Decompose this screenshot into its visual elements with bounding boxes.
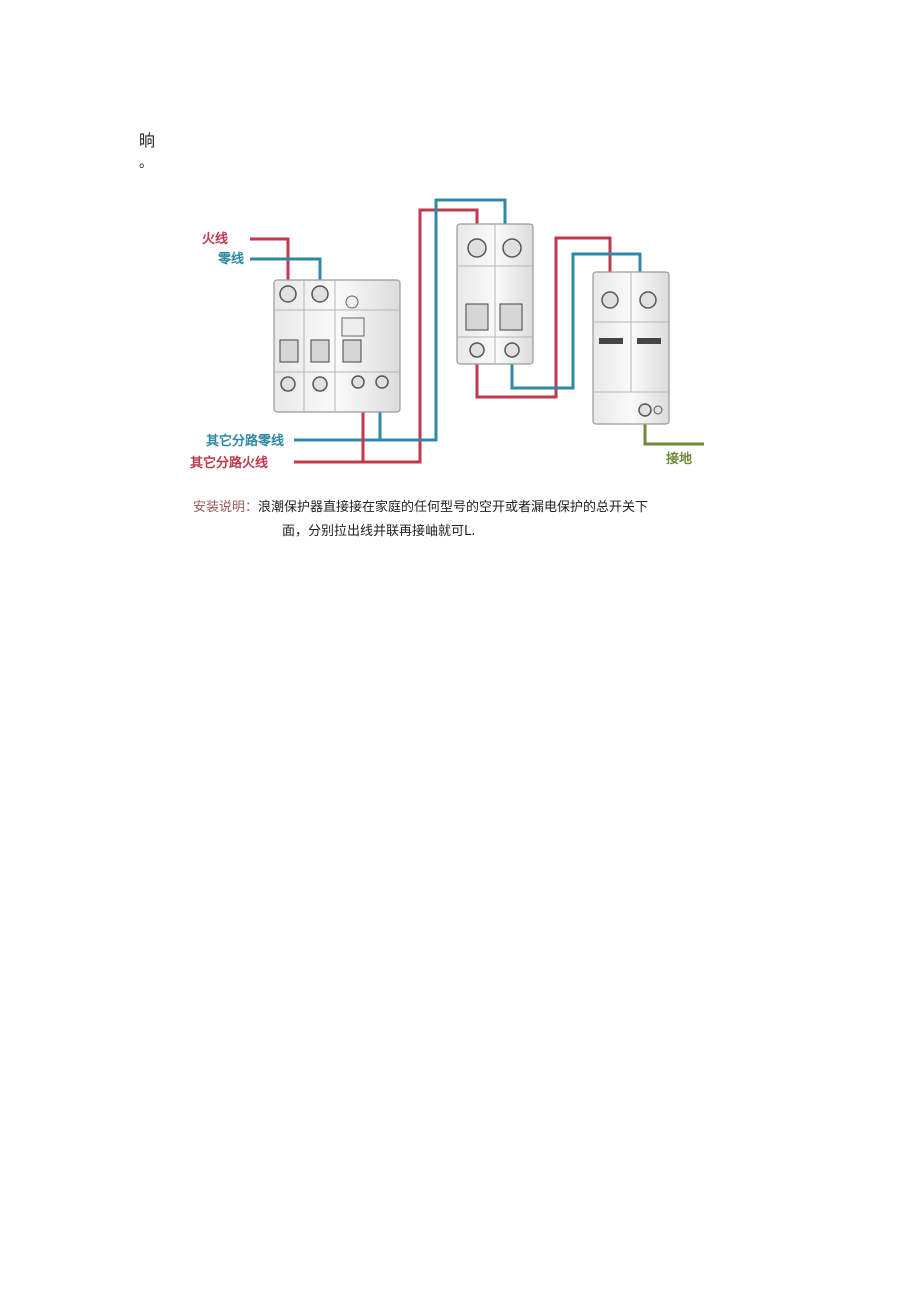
label-branch-neutral: 其它分路零线 [206,433,284,449]
wire-neutral-input [250,257,322,287]
wire-branch-live [294,407,365,464]
label-ground: 接地 [666,451,692,467]
branch-breaker [456,223,534,365]
label-branch-live: 其它分路火线 [190,455,268,471]
main-breaker [273,279,401,413]
wire-neutral-spd [510,252,642,390]
wire-ground [643,418,704,446]
caption-line-1: 安装说明：浪潮保护器直接接在家庭的任何型号的空开或者漏电保护的总开关下 [193,496,648,515]
wire-live-riser [361,208,479,464]
label-neutral: 零线 [217,251,244,267]
text-fragment-period: 。 [139,155,153,171]
caption-line-2: 面，分别拉出线并联再接岫就可L. [282,524,476,539]
caption-label: 安装说明： [193,500,259,515]
wiring-diagram: 火线 零线 其它分路零线 其它分路火线 接地 [190,198,704,471]
text-fragment-top: 晌 [139,131,156,150]
wire-live-input [250,237,290,287]
wire-live-spd [475,236,612,399]
caption-text-1: 浪潮保护器直接接在家庭的任何型号的空开或者漏电保护的总开关下 [258,500,649,515]
surge-protector [592,271,670,425]
label-live: 火线 [202,231,228,247]
wire-neutral-riser [380,198,507,442]
